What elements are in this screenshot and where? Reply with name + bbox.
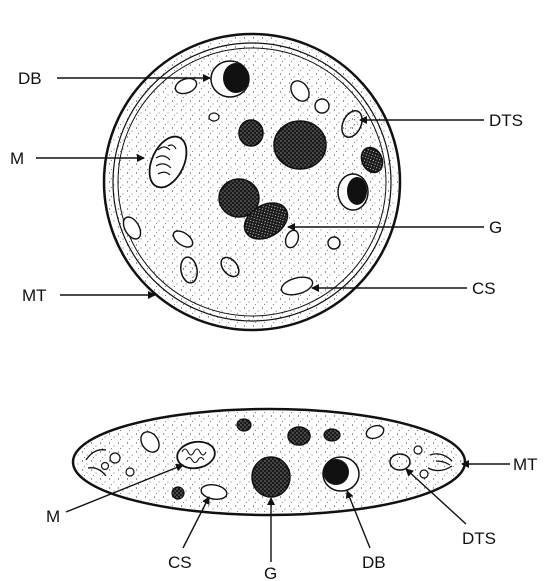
top-dense-body bbox=[347, 177, 367, 205]
side-label-db: DB bbox=[362, 553, 386, 572]
top-label-m: M bbox=[10, 149, 24, 168]
side-vesicle bbox=[126, 468, 134, 476]
side-vesicle bbox=[102, 463, 109, 470]
side-label-mt: MT bbox=[513, 455, 538, 474]
side-dense-body bbox=[323, 459, 349, 485]
top-vesicle bbox=[209, 113, 219, 121]
side-label-dts: DTS bbox=[462, 529, 496, 548]
side-granule bbox=[252, 457, 290, 497]
side-vesicle bbox=[110, 453, 120, 463]
top-label-mt: MT bbox=[22, 286, 47, 305]
top-view: DB M DTS G MT CS bbox=[10, 34, 523, 330]
side-granule bbox=[172, 487, 184, 499]
top-vesicle bbox=[315, 99, 329, 113]
top-granule bbox=[239, 120, 263, 146]
side-vesicle bbox=[414, 446, 422, 454]
top-vesicle bbox=[328, 237, 340, 249]
top-label-dts: DTS bbox=[489, 111, 523, 130]
top-label-g: G bbox=[489, 218, 502, 237]
side-granule bbox=[324, 429, 340, 441]
side-label-m: M bbox=[46, 507, 60, 526]
side-label-g: G bbox=[264, 564, 277, 581]
side-granule bbox=[237, 419, 251, 431]
top-label-cs: CS bbox=[472, 279, 496, 298]
side-view: MT M DTS CS G DB bbox=[46, 409, 538, 581]
top-dense-body bbox=[223, 63, 249, 93]
side-granule bbox=[288, 427, 310, 445]
top-granule bbox=[274, 121, 326, 169]
side-label-cs: CS bbox=[168, 553, 192, 572]
side-dts bbox=[390, 454, 410, 470]
side-vesicle bbox=[420, 470, 428, 478]
top-label-db: DB bbox=[18, 69, 42, 88]
